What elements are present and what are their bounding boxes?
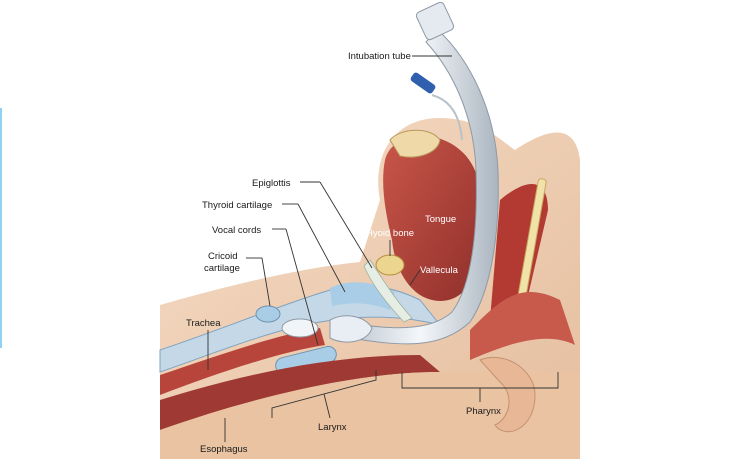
label-larynx: Larynx	[318, 422, 347, 433]
pilot-line	[431, 94, 463, 141]
label-cricoid-line1: Cricoid	[208, 251, 238, 262]
hyoid-bone	[375, 254, 405, 276]
leader-vallecula	[409, 269, 421, 286]
ear	[479, 356, 536, 433]
mandible-bone	[389, 129, 441, 158]
label-vocal-cords: Vocal cords	[212, 225, 261, 236]
larynx-tick	[323, 393, 331, 419]
label-esophagus: Esophagus	[200, 444, 248, 455]
label-pharynx: Pharynx	[466, 406, 501, 417]
label-vallecula: Vallecula	[420, 265, 459, 276]
trachea-airway	[160, 328, 325, 395]
esophagus-tract	[160, 355, 440, 430]
pharynx-wall	[470, 291, 575, 360]
tube-tip	[281, 318, 319, 338]
epiglottis	[363, 259, 413, 323]
label-tongue: Tongue	[425, 214, 456, 225]
label-thyroid-cartilage: Thyroid cartilage	[202, 200, 272, 211]
lower-tissue	[160, 372, 580, 459]
tongue-muscle	[383, 135, 484, 301]
tube-cuff	[329, 315, 373, 343]
leader-thyroid-2	[297, 203, 346, 293]
label-hyoid-bone: Hyoid bone	[366, 228, 414, 239]
cricoid-cartilage	[255, 305, 281, 323]
label-epiglottis: Epiglottis	[252, 178, 291, 189]
leader-epiglottis-2	[319, 181, 373, 269]
pilot-valve-blue	[410, 72, 436, 94]
leader-cricoid-2	[261, 257, 271, 307]
label-cricoid-line2: cartilage	[204, 263, 240, 274]
left-edge-line	[0, 108, 2, 348]
label-trachea: Trachea	[186, 318, 221, 329]
label-intubation-tube: Intubation tube	[348, 51, 411, 62]
leader-vocal-2	[285, 228, 319, 346]
tube-connector	[415, 1, 455, 41]
